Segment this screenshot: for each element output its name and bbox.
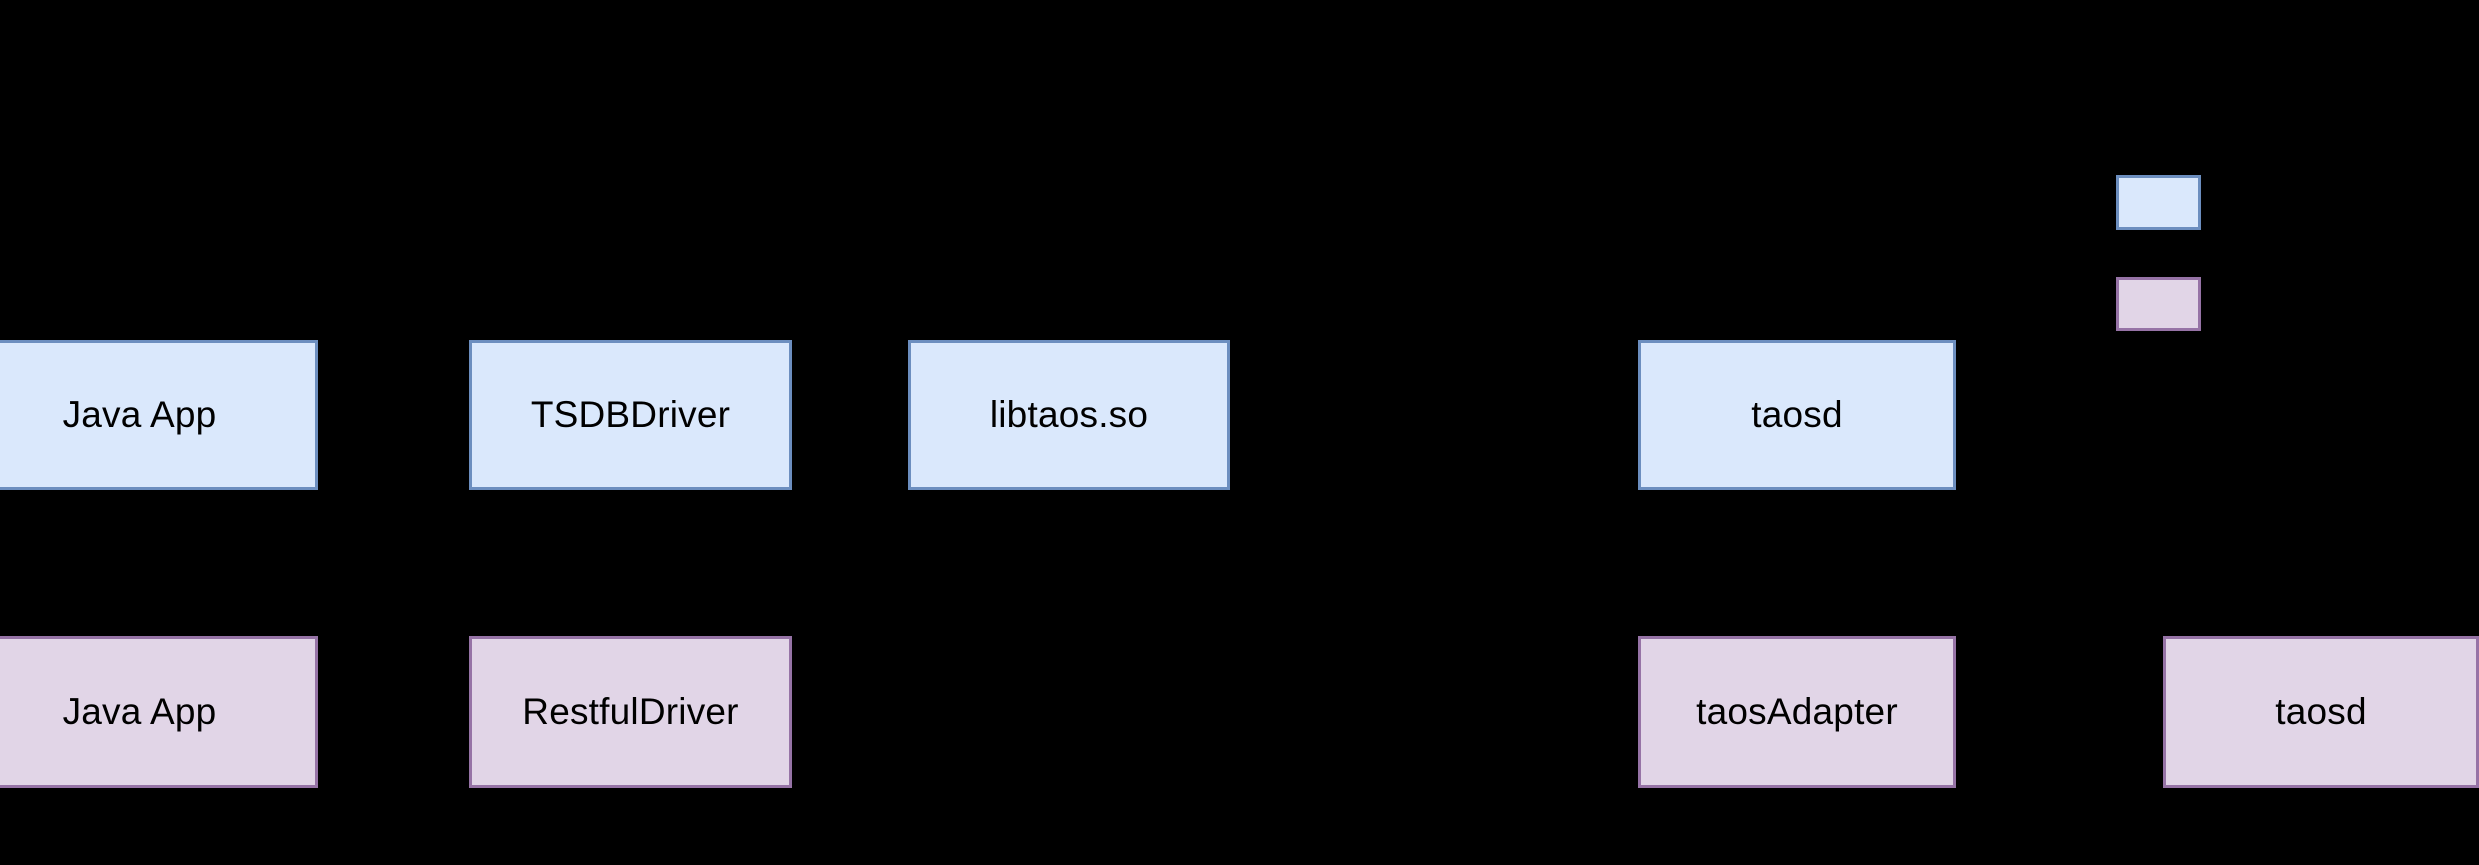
connector-java-app-rest-to-restful-driver bbox=[318, 711, 469, 713]
arrowhead-right-libtaos-to-taosd bbox=[1626, 408, 1638, 422]
arrowhead-right-taos-adapter-to-taosd-rest bbox=[2151, 705, 2163, 719]
arrowhead-left-tsdb-driver-to-libtaos bbox=[792, 408, 804, 422]
arrowhead-left-java-app-rest-to-restful-driver bbox=[318, 705, 330, 719]
node-taosd-rest[interactable]: taosd bbox=[2163, 636, 2479, 788]
legend-swatch-rest-connection bbox=[2116, 277, 2201, 331]
connector-restful-driver-to-taos-adapter bbox=[792, 711, 1638, 713]
arrowhead-right-restful-driver-to-taos-adapter bbox=[1626, 705, 1638, 719]
connector-taos-adapter-to-taosd-rest bbox=[1956, 711, 2163, 713]
arrowhead-left-java-app-native-to-tsdb-driver bbox=[318, 408, 330, 422]
node-label-restful-driver: RestfulDriver bbox=[522, 690, 739, 732]
node-java-app-rest[interactable]: Java App bbox=[0, 636, 318, 788]
node-taos-adapter[interactable]: taosAdapter bbox=[1638, 636, 1956, 788]
node-libtaos-so[interactable]: libtaos.so bbox=[908, 340, 1230, 490]
arrowhead-right-java-app-native-to-tsdb-driver bbox=[457, 408, 469, 422]
node-tsdb-driver[interactable]: TSDBDriver bbox=[469, 340, 792, 490]
node-label-taosd-native: taosd bbox=[1751, 393, 1843, 435]
node-label-libtaos-so: libtaos.so bbox=[989, 393, 1149, 435]
node-java-app-native[interactable]: Java App bbox=[0, 340, 318, 490]
connector-tsdb-driver-to-libtaos bbox=[792, 414, 908, 416]
arrowhead-right-tsdb-driver-to-libtaos bbox=[896, 408, 908, 422]
arrowhead-left-libtaos-to-taosd bbox=[1230, 408, 1242, 422]
node-restful-driver[interactable]: RestfulDriver bbox=[469, 636, 792, 788]
arrowhead-right-java-app-rest-to-restful-driver bbox=[457, 705, 469, 719]
arrowhead-left-restful-driver-to-taos-adapter bbox=[792, 705, 804, 719]
node-label-taos-adapter: taosAdapter bbox=[1696, 690, 1898, 732]
node-label-java-app-rest: Java App bbox=[62, 690, 217, 732]
node-taosd-native[interactable]: taosd bbox=[1638, 340, 1956, 490]
node-label-java-app-native: Java App bbox=[62, 393, 217, 435]
legend-swatch-native-connection bbox=[2116, 175, 2201, 230]
arrowhead-left-taos-adapter-to-taosd-rest bbox=[1956, 705, 1968, 719]
connector-libtaos-to-taosd bbox=[1230, 414, 1638, 416]
node-label-tsdb-driver: TSDBDriver bbox=[530, 393, 731, 435]
connector-java-app-native-to-tsdb-driver bbox=[318, 414, 469, 416]
node-label-taosd-rest: taosd bbox=[2275, 690, 2367, 732]
